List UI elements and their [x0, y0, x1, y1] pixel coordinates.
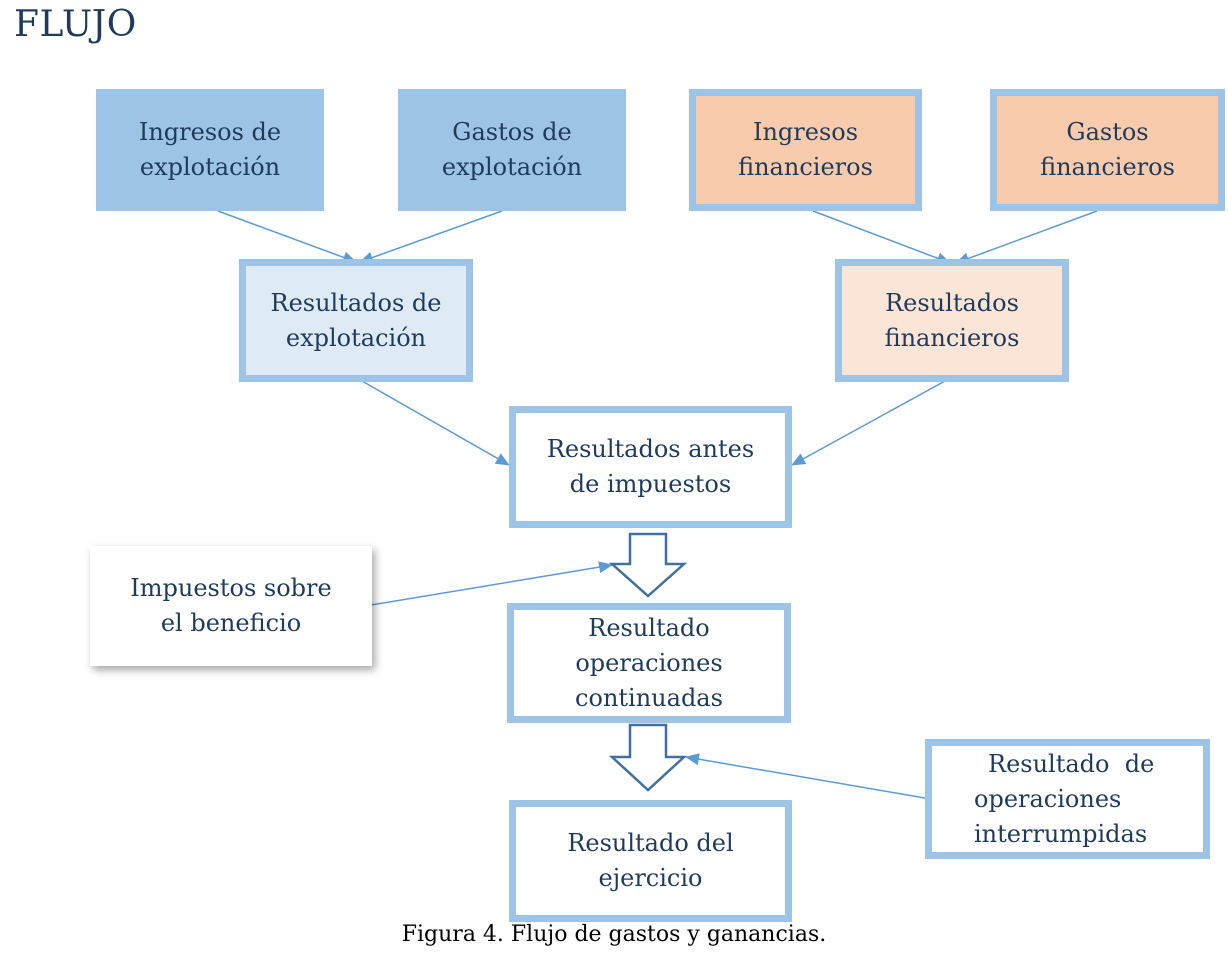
node-line: explotación [441, 153, 583, 181]
node-line: de impuestos [569, 470, 732, 498]
gastos-financieros-box: Gastos financieros [990, 89, 1225, 211]
connector-resultados-financieros [791, 380, 946, 466]
resultados-financieros-box: Resultados financieros [835, 259, 1069, 382]
node-line: interrumpidas [974, 819, 1148, 848]
page-title: FLUJO [14, 4, 137, 45]
node-line: Resultados de [270, 288, 442, 317]
node-line: operaciones [974, 784, 1122, 813]
node-line: Gastos [1066, 118, 1149, 146]
connector-gastos-explotacion [359, 210, 503, 264]
node-line: financieros [1040, 153, 1175, 181]
node-line: Gastos de [452, 118, 572, 146]
node-line: explotación [285, 323, 427, 352]
node-line: Resultado del [567, 829, 734, 857]
node-line: el beneficio [160, 609, 302, 637]
node-line: operaciones [575, 648, 723, 677]
connector-ingresos-financieros [812, 210, 951, 264]
node-line: ejercicio [598, 864, 703, 892]
node-line: Resultados antes [546, 435, 755, 463]
node-line: Resultado de [988, 749, 1155, 778]
ingresos-financieros-box: Ingresos financieros [689, 89, 922, 211]
block-arrow-down-1 [608, 532, 688, 598]
resultado-operaciones-continuadas-box: Resultado operaciones continuadas [507, 603, 791, 723]
impuestos-beneficio-box: Impuestos sobre el beneficio [90, 546, 372, 666]
node-line: Resultados [885, 288, 1019, 317]
node-line: financieros [884, 323, 1020, 352]
node-line: continuadas [575, 683, 723, 712]
node-line: Resultado [588, 613, 710, 642]
connector-impuestos-beneficio [370, 561, 613, 606]
connector-gastos-financieros [955, 210, 1098, 265]
gastos-explotacion-box: Gastos de explotación [398, 89, 626, 211]
connector-ingresos-explotacion [217, 210, 357, 264]
resultado-operaciones-interrumpidas-box: Resultado de operaciones interrumpidas [925, 739, 1210, 859]
node-line: financieros [738, 153, 873, 181]
resultado-ejercicio-box: Resultado del ejercicio [509, 800, 792, 922]
node-line: explotación [139, 153, 281, 181]
resultados-antes-impuestos-box: Resultados antes de impuestos [509, 406, 792, 528]
block-arrow-down-2 [608, 723, 688, 792]
figure-caption: Figura 4. Flujo de gastos y ganancias. [401, 922, 827, 947]
node-line: Impuestos sobre [130, 574, 332, 602]
node-line: Ingresos [752, 118, 859, 146]
node-line: Ingresos de [138, 118, 282, 146]
ingresos-explotacion-box: Ingresos de explotación [96, 89, 324, 211]
resultados-explotacion-box: Resultados de explotación [239, 259, 473, 382]
connector-operaciones-interrumpidas [685, 753, 926, 799]
connector-resultados-explotacion [361, 380, 510, 466]
